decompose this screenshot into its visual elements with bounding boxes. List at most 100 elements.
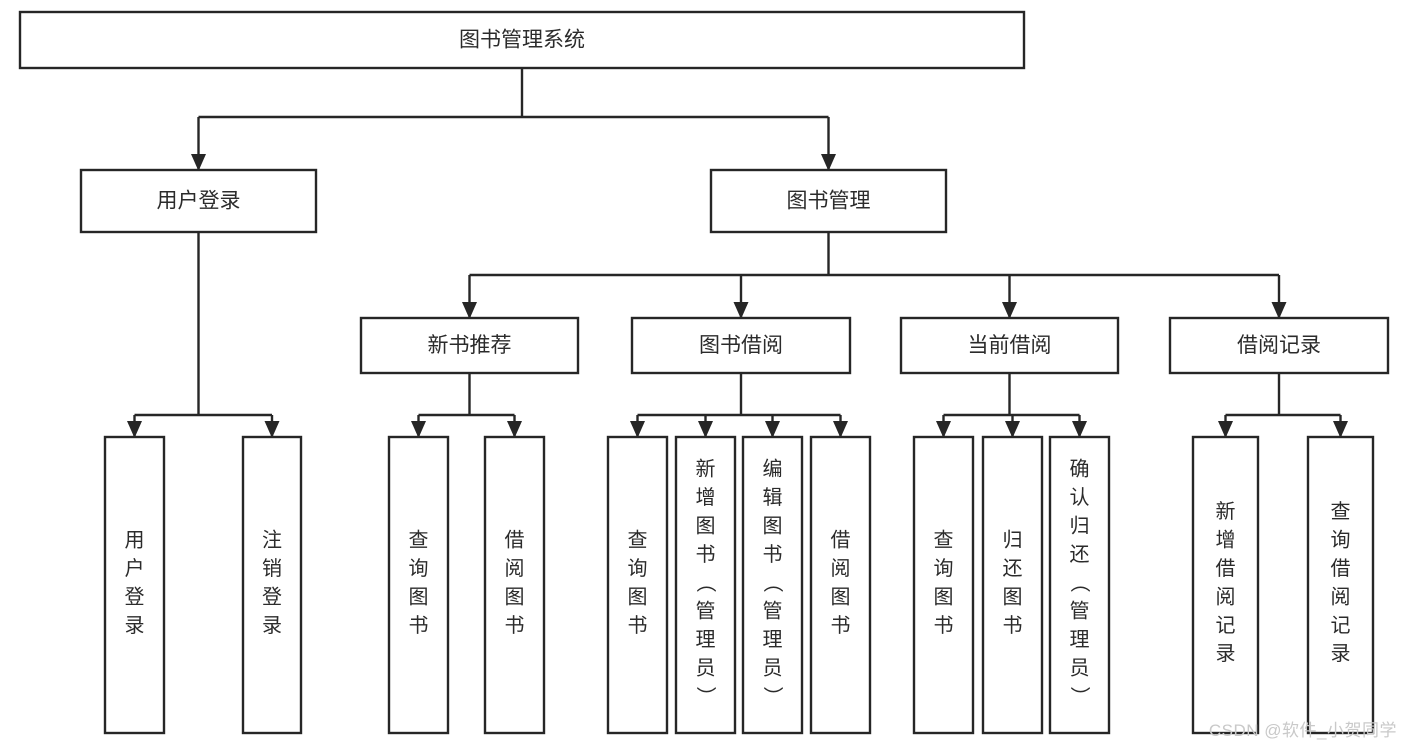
leaf-node-2[interactable]: 查询图书查询图书: [387, 435, 450, 735]
node-layer: 图书管理系统用户登录图书管理新书推荐图书借阅当前借阅借阅记录用户登录用户登录注销…: [18, 10, 1390, 735]
leaf-node-0-box[interactable]: [103, 435, 166, 735]
leaf-node-7-label-char: 书: [831, 614, 851, 637]
leaf-node-9-label-char: 图: [1003, 586, 1023, 608]
leaf-node-5-box[interactable]: [674, 435, 737, 735]
leaf-node-9-label-char: 书: [1003, 614, 1023, 637]
leaf-node-6-label-char: 书: [763, 543, 783, 566]
leaf-node-6-label-char: 员: [763, 657, 783, 679]
leaf-node-6-label-char: 管: [763, 600, 783, 623]
level1-node-1-box[interactable]: [709, 168, 948, 234]
leaf-node-8[interactable]: 查询图书查询图书: [912, 435, 975, 735]
level2-node-0-label: 新书推荐: [428, 334, 512, 357]
leaf-node-8-label-char: 书: [934, 614, 954, 637]
leaf-arrowhead: [264, 421, 280, 438]
level2-node-3-box[interactable]: [1168, 316, 1390, 375]
leaf-node-3-label-char: 书: [505, 614, 525, 637]
level2-node-2[interactable]: 当前借阅: [899, 316, 1120, 375]
leaf-node-0-label-char: 登: [125, 585, 145, 608]
leaf-node-2-box[interactable]: [387, 435, 450, 735]
leaf-node-7-box[interactable]: [809, 435, 872, 735]
leaf-node-1-label-char: 注: [262, 529, 282, 552]
level2-node-1[interactable]: 图书借阅: [630, 316, 852, 375]
leaf-node-12[interactable]: 查询借阅记录查询借阅记录: [1306, 435, 1375, 735]
leaf-node-6-label-char: 理: [763, 629, 783, 651]
level1-arrowhead: [821, 154, 836, 171]
leaf-node-3[interactable]: 借阅图书借阅图书: [483, 435, 546, 735]
leaf-arrowhead: [936, 421, 951, 438]
level2-node-1-box[interactable]: [630, 316, 852, 375]
leaf-node-8-box[interactable]: [912, 435, 975, 735]
level2-arrowhead: [462, 302, 477, 319]
leaf-node-4-label-char: 图: [628, 586, 648, 608]
leaf-node-8-label-char: 询: [934, 557, 954, 580]
leaf-node-11-label-char: 记: [1216, 614, 1236, 637]
root-node-box[interactable]: [18, 10, 1026, 70]
leaf-node-3-label-char: 阅: [505, 557, 525, 580]
leaf-arrowhead: [127, 421, 142, 438]
leaf-node-11[interactable]: 新增借阅记录新增借阅记录: [1191, 435, 1260, 735]
leaf-node-11-label-char: 新: [1216, 500, 1236, 523]
level2-node-2-box[interactable]: [899, 316, 1120, 375]
level1-node-0[interactable]: 用户登录: [79, 168, 318, 234]
leaf-node-12-label-char: 记: [1331, 614, 1351, 637]
leaf-node-9-label-char: 还: [1003, 557, 1023, 580]
level2-node-3[interactable]: 借阅记录: [1168, 316, 1390, 375]
level2-arrowhead: [1002, 302, 1017, 319]
leaf-arrowhead: [1072, 421, 1087, 438]
leaf-node-5-label-char: 员: [696, 657, 716, 679]
leaf-node-0[interactable]: 用户登录用户登录: [103, 435, 166, 735]
leaf-node-6-box[interactable]: [741, 435, 804, 735]
leaf-node-4-label-char: 查: [628, 529, 648, 552]
leaf-node-12-box[interactable]: [1306, 435, 1375, 735]
leaf-node-1-box[interactable]: [241, 435, 303, 735]
leaf-node-10-label-char: ）: [1068, 686, 1091, 706]
leaf-node-5-label-char: 管: [696, 600, 716, 623]
leaf-node-9[interactable]: 归还图书归还图书: [981, 435, 1044, 735]
level1-node-0-box[interactable]: [79, 168, 318, 234]
level1-node-1[interactable]: 图书管理: [709, 168, 948, 234]
leaf-node-6-label-char: （: [761, 573, 784, 593]
leaf-node-10-label-char: 归: [1070, 514, 1090, 537]
leaf-node-10-box[interactable]: [1048, 435, 1111, 735]
leaf-arrowhead: [1005, 421, 1020, 438]
leaf-node-11-box[interactable]: [1191, 435, 1260, 735]
leaf-arrowhead: [765, 421, 780, 438]
leaf-node-6-label-char: 辑: [763, 486, 783, 509]
root-node[interactable]: 图书管理系统: [18, 10, 1026, 70]
leaf-node-1[interactable]: 注销登录注销登录: [241, 435, 303, 735]
leaf-node-4-box[interactable]: [606, 435, 669, 735]
leaf-node-6-label-char: ）: [761, 686, 784, 706]
leaf-node-7[interactable]: 借阅图书借阅图书: [809, 435, 872, 735]
level2-node-1-label: 图书借阅: [699, 334, 783, 357]
leaf-node-5-label-char: 增: [696, 486, 716, 509]
level2-node-0[interactable]: 新书推荐: [359, 316, 580, 375]
leaf-node-4[interactable]: 查询图书查询图书: [606, 435, 669, 735]
leaf-node-5-label-char: 新: [696, 458, 716, 481]
leaf-node-12-label-char: 查: [1331, 500, 1351, 523]
leaf-arrowhead: [630, 421, 645, 438]
leaf-node-5-label-char: 理: [696, 629, 716, 651]
leaf-node-2-label-char: 书: [409, 614, 429, 637]
leaf-node-0-label-char: 用: [125, 530, 145, 552]
leaf-node-5-label-char: （: [694, 573, 717, 593]
leaf-node-2-label-char: 图: [409, 586, 429, 608]
leaf-node-3-box[interactable]: [483, 435, 546, 735]
leaf-arrowhead: [698, 421, 713, 438]
leaf-node-10-label-char: （: [1068, 573, 1091, 593]
leaf-node-3-label-char: 图: [505, 586, 525, 608]
level2-node-0-box[interactable]: [359, 316, 580, 375]
level1-node-1-label: 图书管理: [787, 190, 871, 213]
leaf-node-9-label-char: 归: [1003, 529, 1023, 552]
leaf-node-1-label-char: 销: [262, 557, 282, 580]
level1-arrowhead: [191, 154, 206, 171]
leaf-node-7-label-char: 图: [831, 586, 851, 608]
leaf-node-9-box[interactable]: [981, 435, 1044, 735]
leaf-node-10-label-char: 还: [1070, 543, 1090, 566]
leaf-node-5-label-char: 书: [696, 543, 716, 566]
leaf-node-1-label-char: 录: [262, 615, 282, 637]
